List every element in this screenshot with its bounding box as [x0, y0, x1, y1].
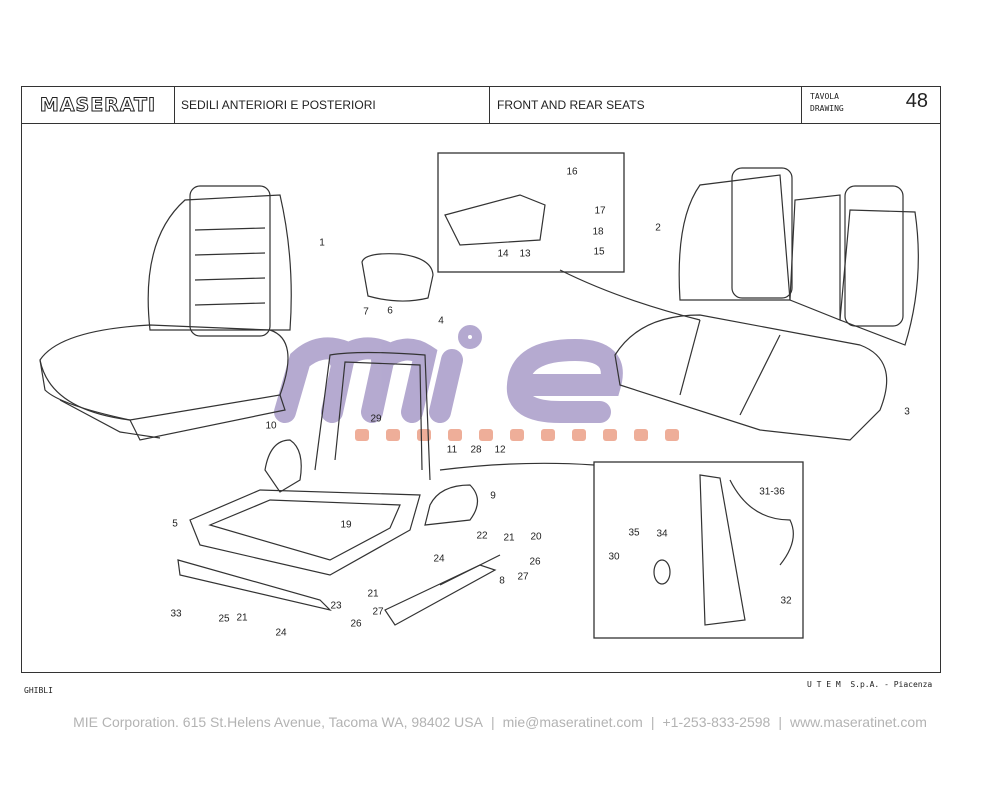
- headrest-drawing: [361, 253, 434, 302]
- callout-part-21: 21: [503, 532, 515, 544]
- callout-part-25: 25: [218, 613, 230, 625]
- callout-part-23: 23: [330, 600, 342, 612]
- callout-part-1: 1: [319, 237, 325, 249]
- callout-part-16: 16: [566, 166, 578, 178]
- callout-part-34: 34: [656, 528, 668, 540]
- phone-number: +1-253-833-2598: [662, 714, 771, 730]
- callout-part-21: 21: [236, 612, 248, 624]
- callout-part-20: 20: [530, 531, 542, 543]
- watermark-sub-mark: [510, 429, 524, 441]
- watermark-sub-mark: [665, 429, 679, 441]
- callout-part-32: 32: [780, 595, 792, 607]
- callout-part-33: 33: [170, 608, 182, 620]
- callout-part-18: 18: [592, 226, 604, 238]
- drawing-number: 48: [905, 90, 928, 112]
- inset-bracket-drawing: [699, 474, 746, 626]
- callout-part-17: 17: [594, 205, 606, 217]
- inset-box-switch: [593, 461, 804, 639]
- title-english: FRONT AND REAR SEATS: [490, 87, 802, 123]
- tavola-text: TAVOLA: [810, 92, 839, 101]
- separator: |: [778, 714, 782, 730]
- callout-part-26: 26: [350, 618, 362, 630]
- wiring-harness-drawing: [729, 479, 794, 566]
- callout-part-8: 8: [499, 575, 505, 587]
- title-block: MASERATI SEDILI ANTERIORI E POSTERIORI F…: [22, 87, 940, 124]
- callout-part-26: 26: [529, 556, 541, 568]
- callout-part-6: 6: [387, 305, 393, 317]
- watermark-sub-mark: [603, 429, 617, 441]
- callout-part-5: 5: [172, 518, 178, 530]
- callout-part-13: 13: [519, 248, 531, 260]
- watermark-sub-mark: [386, 429, 400, 441]
- callout-part-4: 4: [438, 315, 444, 327]
- motor-drawing: [653, 559, 671, 585]
- seat-frame-drawing: [189, 351, 479, 576]
- callout-part-29: 29: [370, 413, 382, 425]
- watermark-sub-mark: [479, 429, 493, 441]
- maserati-logo: MASERATI: [22, 87, 175, 123]
- callout-part-2: 2: [655, 222, 661, 234]
- publisher-label: U T E M S.p.A. - Piacenza: [807, 680, 933, 689]
- tavola-label: TAVOLA DRAWING: [810, 91, 844, 115]
- drawing-sheet: MASERATI SEDILI ANTERIORI E POSTERIORI F…: [21, 86, 941, 673]
- watermark-sub-mark: [541, 429, 555, 441]
- callout-part-14: 14: [497, 248, 509, 260]
- callout-part-30: 30: [608, 551, 620, 563]
- title-italian: SEDILI ANTERIORI E POSTERIORI: [175, 87, 490, 123]
- inset-part-drawing: [444, 194, 546, 246]
- watermark-sub-mark: [634, 429, 648, 441]
- callout-part-12: 12: [494, 444, 506, 456]
- callout-part-24: 24: [275, 627, 287, 639]
- drawing-number-cell: TAVOLA DRAWING 48: [802, 87, 942, 123]
- rear-seat-drawing: [614, 167, 919, 441]
- callout-part-27: 27: [372, 606, 384, 618]
- callout-part-21: 21: [367, 588, 379, 600]
- callout-part-27: 27: [517, 571, 529, 583]
- separator: |: [650, 714, 655, 730]
- front-seat-drawing: [39, 185, 292, 441]
- callout-part-11: 11: [446, 444, 458, 456]
- callout-part-22: 22: [476, 530, 488, 542]
- drawing-text: DRAWING: [810, 104, 844, 113]
- callout-part-10: 10: [265, 420, 277, 432]
- callout-part-24: 24: [433, 553, 445, 565]
- company-address: MIE Corporation. 615 St.Helens Avenue, T…: [73, 714, 483, 730]
- watermark-sub-mark: [572, 429, 586, 441]
- website-link[interactable]: www.maseratinet.com: [789, 714, 927, 730]
- callout-part-9: 9: [490, 490, 496, 502]
- callout-part-35: 35: [628, 527, 640, 539]
- callout-part-31-36: 31-36: [759, 486, 785, 498]
- separator: |: [490, 714, 495, 730]
- contact-bar: MIE Corporation. 615 St.Helens Avenue, T…: [0, 714, 1000, 730]
- email-link[interactable]: mie@maseratinet.com: [502, 714, 643, 730]
- leader-line: [439, 462, 595, 471]
- callout-part-28: 28: [470, 444, 482, 456]
- callout-part-19: 19: [340, 519, 352, 531]
- inset-box-detail: [437, 152, 625, 273]
- model-label: GHIBLI: [24, 686, 53, 695]
- callout-part-15: 15: [593, 246, 605, 258]
- watermark-sub-mark: [355, 429, 369, 441]
- watermark-sub-mark: [448, 429, 462, 441]
- callout-part-7: 7: [363, 306, 369, 318]
- callout-part-3: 3: [904, 406, 910, 418]
- leader-line: [559, 269, 701, 321]
- seat-rails-drawing: [177, 554, 501, 626]
